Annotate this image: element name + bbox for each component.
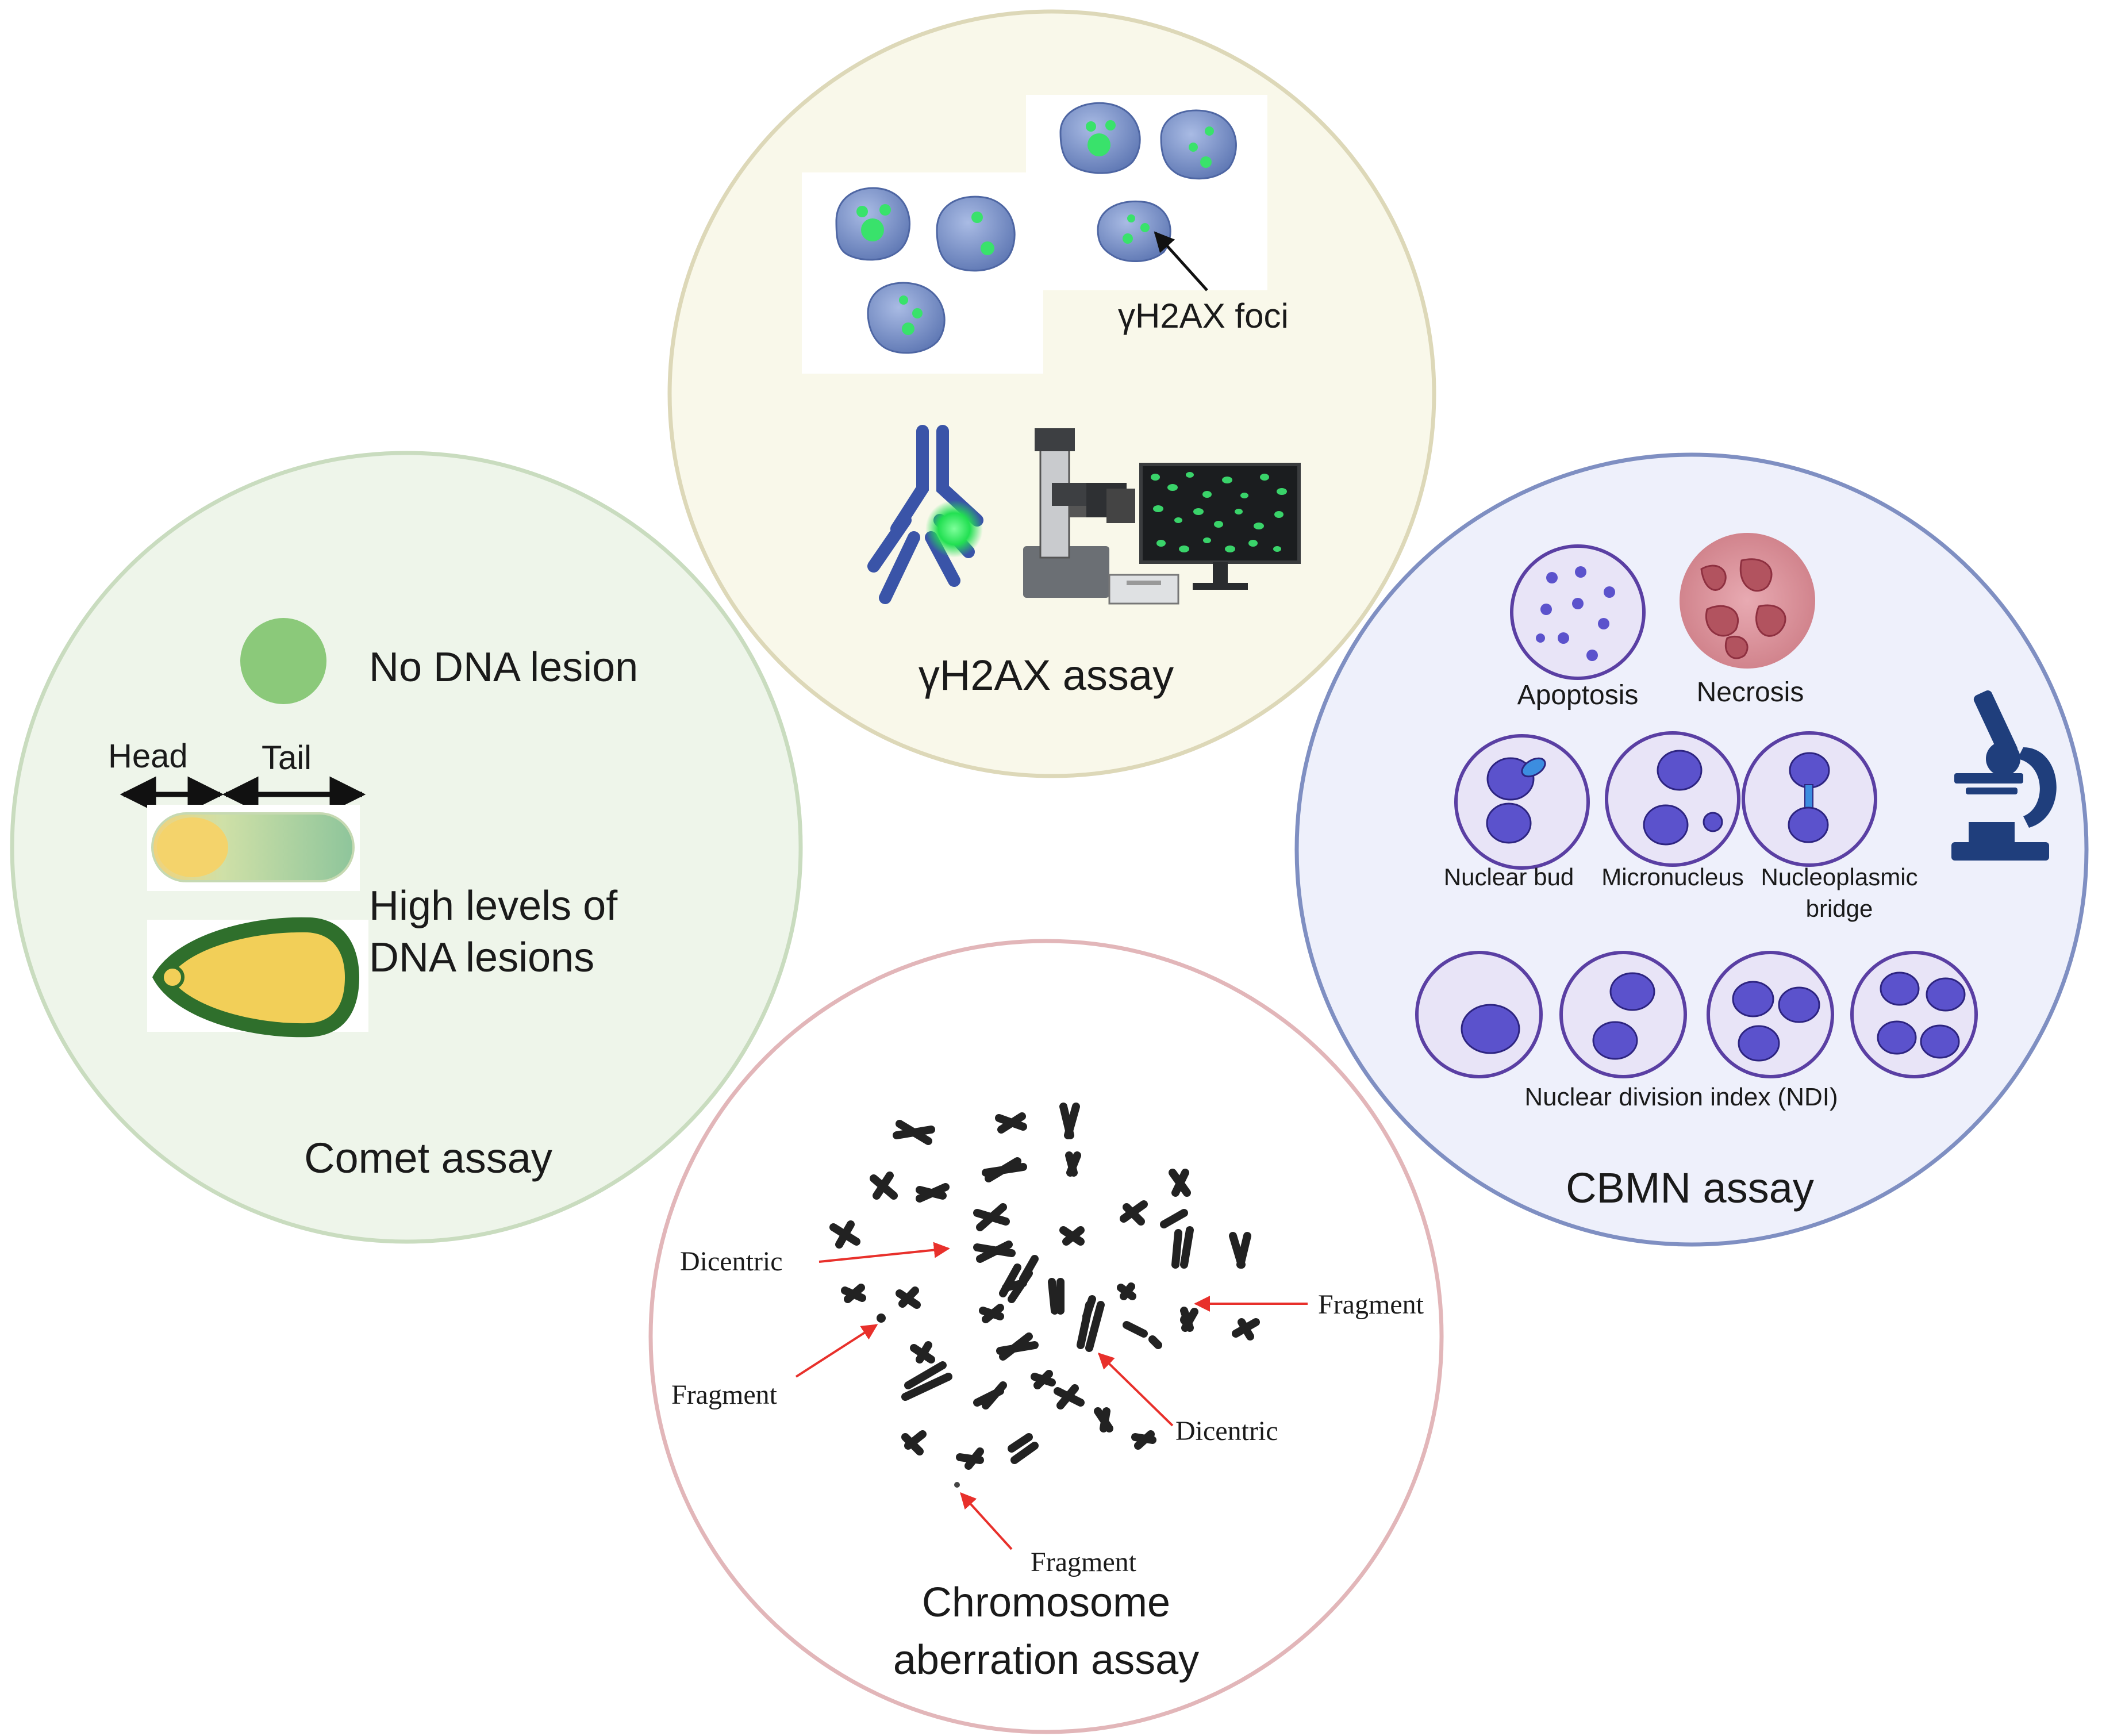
intact-nucleus-dot: [240, 618, 326, 704]
fluorescence-microscope-icon: [1023, 428, 1179, 605]
ndi-cell-mononucleated: [1415, 951, 1543, 1078]
dicentric-arrow-left: [818, 1242, 950, 1263]
fragment-arrow-left: [795, 1324, 878, 1378]
fragment-arrow-bottom: [960, 1492, 1013, 1550]
ndi-cell-tetranucleated: [1850, 951, 1978, 1078]
fragment-label-right: Fragment: [1318, 1289, 1424, 1320]
cbmn-assay-panel: Apoptosis Necrosis Nuclear bud: [1294, 452, 2089, 1247]
micronucleus-label: Micronucleus: [1601, 863, 1743, 890]
no-dna-lesion-label: No DNA lesion: [369, 644, 638, 690]
dicentric-label-right: Dicentric: [1175, 1416, 1278, 1446]
comet-large: [147, 917, 368, 1038]
dicentric-arrow-right: [1097, 1353, 1174, 1427]
head-label: Head: [108, 738, 188, 775]
necrosis-label: Necrosis: [1697, 677, 1804, 708]
nucleoplasmic-bridge-label-line2: bridge: [1806, 895, 1873, 922]
chromosome-assay-title-line1: Chromosome: [922, 1580, 1170, 1626]
foci-cell: [936, 195, 1016, 272]
metaphase-spread: [829, 1103, 1260, 1470]
dicentric-label-left: Dicentric: [680, 1246, 783, 1277]
high-levels-label-line2: DNA lesions: [369, 935, 594, 981]
foci-cell: [835, 187, 910, 261]
comet-assay-panel: No DNA lesion Head Tail High levels of D…: [10, 451, 803, 1244]
h2ax-foci-label: γH2AX foci: [1118, 297, 1289, 335]
foci-cell: [867, 282, 946, 354]
chromosome-aberration-panel: Dicentric Fragment Fragment Dicentric Fr…: [648, 939, 1444, 1734]
fragment-dot: [877, 1313, 886, 1323]
ndi-cell-binucleated: [1559, 951, 1687, 1078]
tail-label: Tail: [262, 739, 312, 777]
foci-cell: [1097, 200, 1171, 263]
comet-circle: [10, 451, 803, 1244]
monitor-icon: [1139, 463, 1301, 590]
ndi-label: Nuclear division index (NDI): [1524, 1083, 1838, 1111]
cbmn-assay-title: CBMN assay: [1566, 1164, 1814, 1212]
nucleoplasmic-bridge-label-line1: Nucleoplasmic: [1761, 863, 1917, 890]
h2ax-assay-title: γH2AX assay: [919, 651, 1174, 699]
comet-small: [147, 805, 360, 891]
apoptosis-cell: [1510, 544, 1646, 680]
foci-pointer-arrow: [1154, 231, 1208, 291]
foci-cells: [835, 102, 1237, 354]
microscope-icon: [1951, 690, 2057, 861]
fragment-label-left: Fragment: [671, 1380, 778, 1410]
ndi-cell-trinucleated: [1707, 951, 1834, 1078]
nuclear-bud-label: Nuclear bud: [1444, 863, 1574, 890]
h2ax-assay-panel: γH2AX foci: [667, 9, 1436, 778]
nuclear-bud-cell: [1454, 734, 1590, 870]
fragment-label-bottom: Fragment: [1031, 1547, 1137, 1577]
chromosome-assay-title-line2: aberration assay: [893, 1637, 1199, 1683]
micronucleus-cell: [1605, 731, 1740, 867]
apoptosis-label: Apoptosis: [1517, 680, 1639, 710]
chromosome-circle: [648, 939, 1444, 1734]
fragment-dot: [954, 1482, 960, 1488]
fragment-dot: [1180, 1315, 1190, 1325]
foci-cell: [1160, 109, 1237, 180]
nucleoplasmic-bridge-cell: [1742, 731, 1877, 867]
necrosis-cell: [1680, 533, 1815, 669]
high-levels-label-line1: High levels of: [369, 883, 618, 929]
foci-cell: [1059, 102, 1141, 174]
fluorophore-icon: [925, 500, 983, 558]
comet-assay-title: Comet assay: [304, 1134, 552, 1182]
